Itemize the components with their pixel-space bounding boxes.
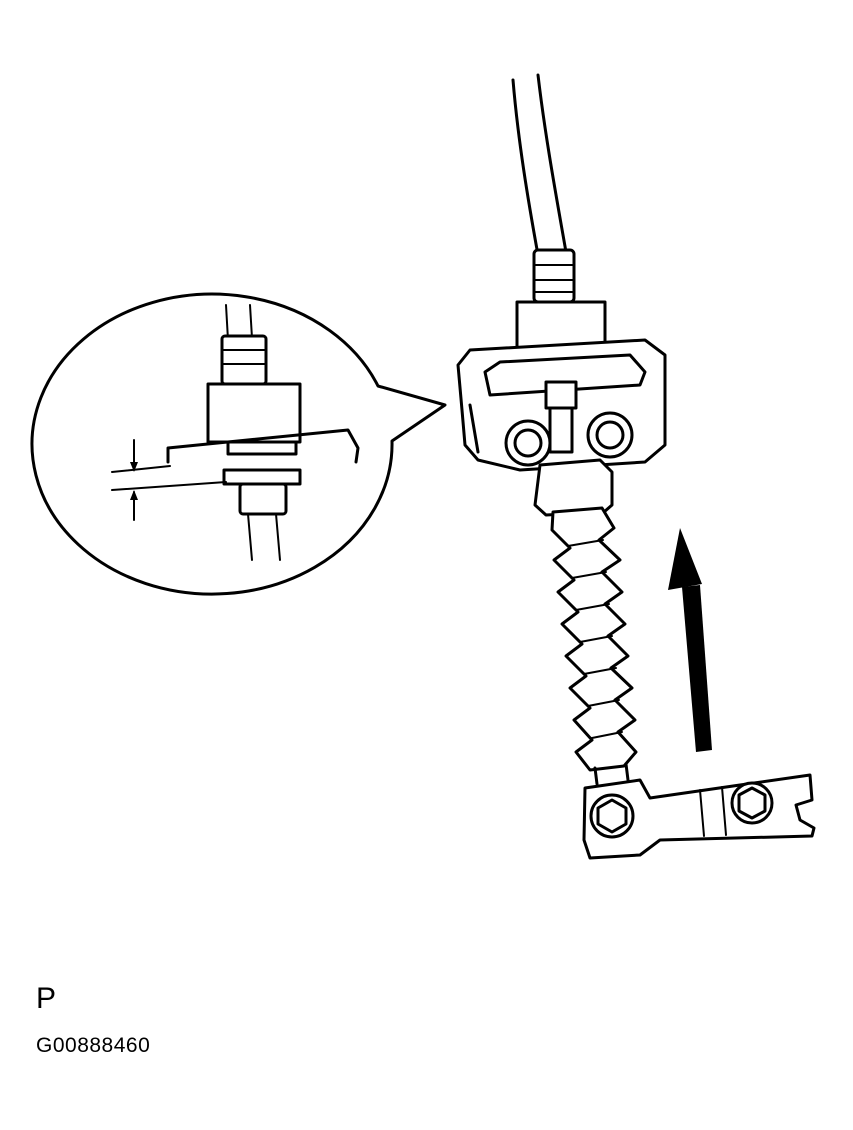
cable-end-fitting	[515, 248, 607, 352]
magnifier-callout-icon	[30, 292, 447, 596]
position-label: P	[36, 982, 57, 1015]
lever-bolt	[730, 781, 774, 825]
control-cable	[511, 73, 568, 257]
rubber-boot	[550, 506, 638, 786]
shift-lever	[582, 773, 816, 860]
figure-code: G00888460	[36, 1034, 151, 1057]
bracket-bolt-right	[586, 411, 634, 459]
cable-collar	[533, 458, 614, 517]
cable-bracket	[456, 338, 667, 472]
direction-arrow-icon	[668, 528, 712, 752]
bracket-bolt-left	[504, 419, 552, 467]
callout-detail	[111, 304, 360, 561]
lever-nut	[589, 793, 635, 839]
